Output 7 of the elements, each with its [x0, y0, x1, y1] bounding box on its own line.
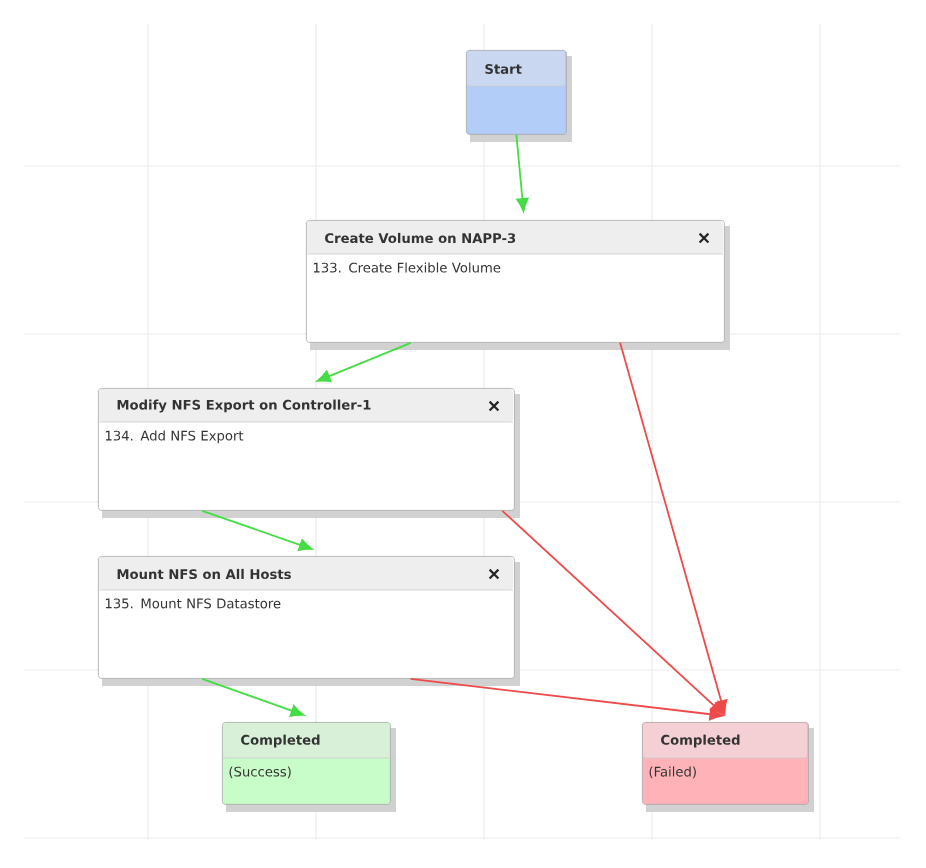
arrow — [201, 509, 313, 551]
arrow — [316, 341, 412, 383]
arrow — [619, 341, 728, 714]
arrow — [409, 677, 724, 721]
arrow — [201, 677, 305, 717]
arrow — [515, 133, 529, 212]
arrow — [501, 509, 724, 715]
